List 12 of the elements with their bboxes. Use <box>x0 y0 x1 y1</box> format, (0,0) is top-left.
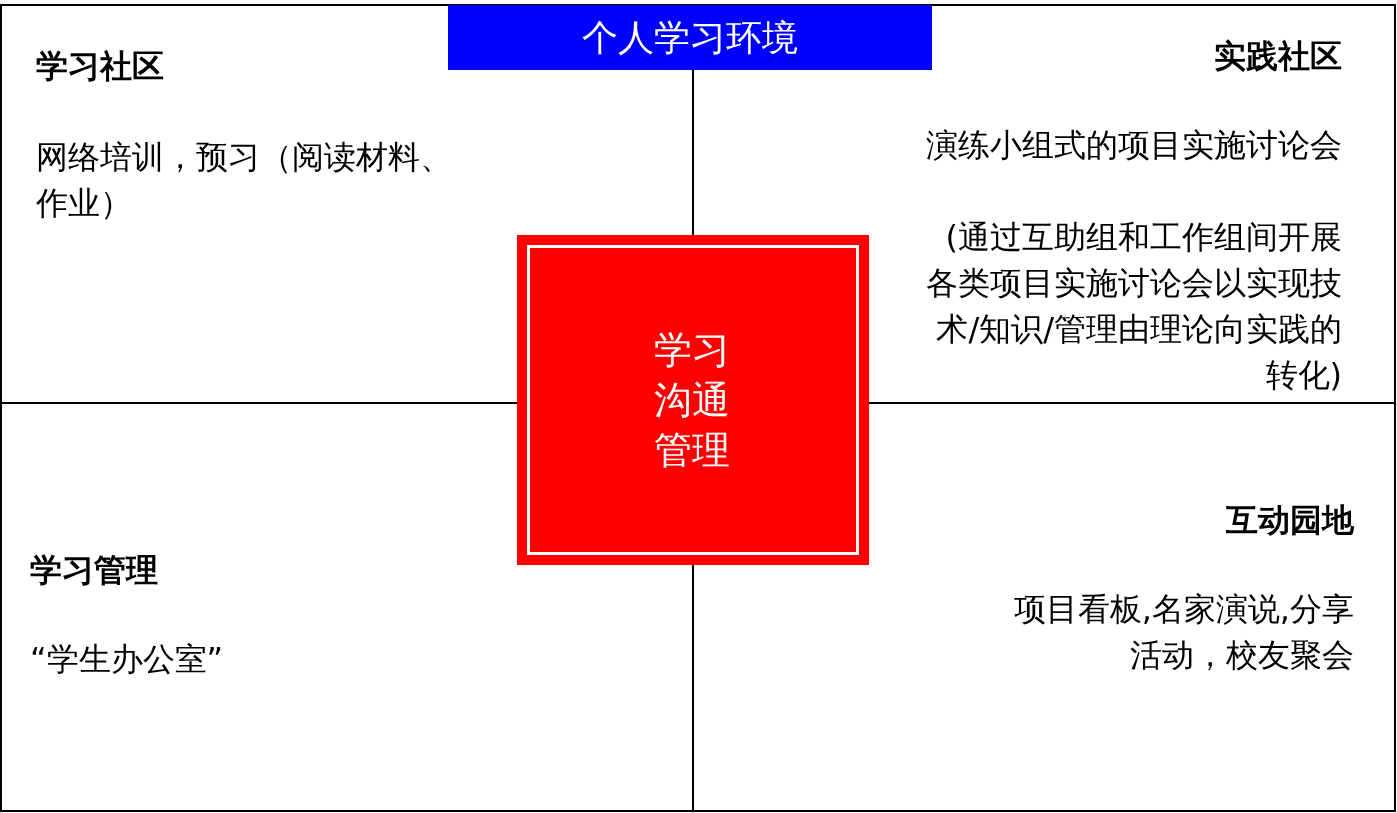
description-text: “学生办公室” <box>30 639 225 680</box>
center-box <box>517 235 869 565</box>
quadrant-heading: 互动园地 <box>1226 500 1354 540</box>
title-banner: 个人学习环境 <box>448 5 932 70</box>
description-text: (通过互助组和工作组间开展各类项目实施讨论会以实现技术/知识/管理由理论向实践的转化) <box>925 217 1342 396</box>
description-text: 网络培训，预习（阅读材料、作业） <box>36 137 453 224</box>
description-text: 项目看板,名家演说,分享活动，校友聚会 <box>1012 589 1354 676</box>
quadrant-heading: 实践社区 <box>1214 36 1342 76</box>
center-label: 学习沟通管理 <box>653 327 731 474</box>
description-text: 演练小组式的项目实施讨论会 <box>925 125 1342 166</box>
quadrant-heading: 学习管理 <box>30 550 158 590</box>
quadrant-heading: 学习社区 <box>36 46 164 86</box>
